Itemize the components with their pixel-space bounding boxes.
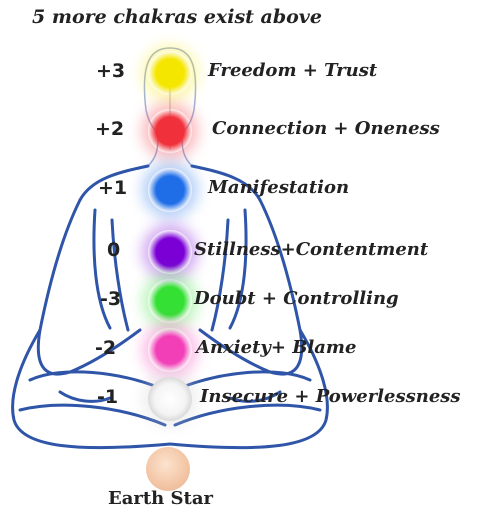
chakra-label-5: Anxiety+ Blame: [196, 337, 357, 358]
chakra-orb-6: [148, 377, 192, 421]
chakra-level-1: +2: [95, 118, 125, 140]
chakra-label-3: Stillness+Contentment: [194, 239, 429, 260]
chakra-label-6: Insecure + Powerlessness: [200, 386, 461, 407]
chakra-orb-0: [148, 51, 192, 95]
earth-star-orb: [146, 447, 190, 491]
chakra-label-2: Manifestation: [208, 177, 350, 198]
chakra-orb-4: [148, 279, 192, 323]
chakra-orb-5: [148, 328, 192, 372]
chakra-label-4: Doubt + Controlling: [194, 288, 399, 309]
earth-star-label: Earth Star: [108, 488, 213, 509]
header-text: 5 more chakras exist above: [32, 6, 322, 28]
chakra-level-0: +3: [96, 60, 126, 82]
chakra-orb-2: [148, 168, 192, 212]
chakra-label-1: Connection + Oneness: [212, 118, 440, 139]
chakra-level-4: -3: [100, 288, 122, 310]
chakra-level-2: +1: [98, 177, 128, 199]
chakra-level-3: 0: [107, 239, 121, 261]
chakra-label-0: Freedom + Trust: [208, 60, 378, 81]
chakra-orb-1: [148, 109, 192, 153]
chakra-orb-3: [148, 230, 192, 274]
chakra-level-5: -2: [95, 337, 117, 359]
chakra-level-6: -1: [97, 386, 119, 408]
